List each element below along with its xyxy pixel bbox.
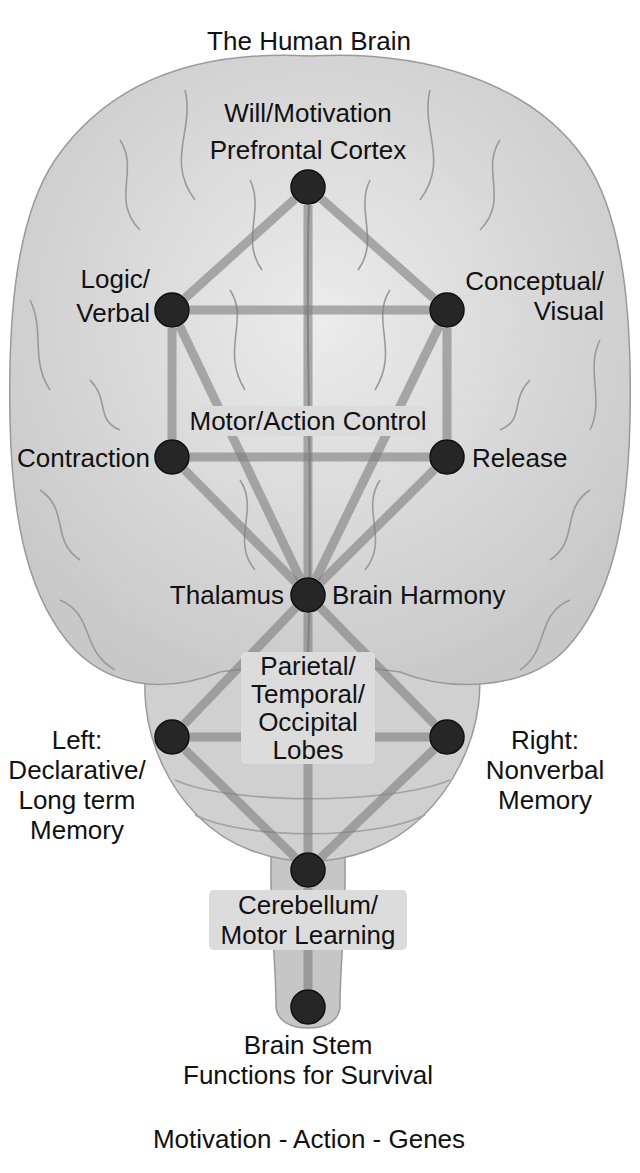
brain-node: Cerebellum/ Motor Learning xyxy=(290,852,326,888)
connector-line xyxy=(443,328,452,439)
sulcus xyxy=(181,90,195,200)
sulcus xyxy=(40,490,80,560)
connector-line xyxy=(185,750,295,858)
node-label: Logic/ Verbal xyxy=(60,262,150,330)
node-label: Right: Nonverbal Memory xyxy=(470,725,620,815)
sulcus xyxy=(120,140,140,230)
brain-node: Logic/ Verbal xyxy=(154,292,190,328)
brain-node: Release xyxy=(429,439,465,475)
node-label: Contraction xyxy=(17,443,150,473)
cerebrum xyxy=(10,55,631,684)
node-dot xyxy=(154,719,190,755)
sulcus xyxy=(520,600,570,670)
connector-line xyxy=(322,199,434,298)
node-dot xyxy=(290,852,326,888)
sulcus xyxy=(30,300,50,390)
node-dot xyxy=(291,170,325,204)
sulcus xyxy=(480,140,500,230)
node-dot xyxy=(155,720,189,754)
node-dot xyxy=(155,293,189,327)
node-dot xyxy=(290,989,326,1025)
node-dot xyxy=(291,853,325,887)
brain-node: Will/MotivationPrefrontal Cortex xyxy=(290,169,326,205)
node-label: Will/Motivation xyxy=(224,98,392,128)
node-label: Brain Stem xyxy=(244,1030,373,1060)
connector-line xyxy=(185,470,296,582)
sulcus xyxy=(230,290,245,390)
brain-node: Left: Declarative/ Long term Memory xyxy=(154,719,190,755)
title: The Human Brain xyxy=(207,26,411,56)
connector-line xyxy=(304,205,313,577)
node-label: Release xyxy=(472,443,567,473)
connector-line xyxy=(185,199,294,298)
brain-node: Right: Nonverbal Memory xyxy=(429,719,465,755)
sulcus xyxy=(590,340,600,430)
node-dot xyxy=(430,720,464,754)
region-label: Parietal/ Temporal/ Occipital Lobes xyxy=(241,652,375,764)
sulcus xyxy=(90,380,120,430)
node-dot xyxy=(429,719,465,755)
brain-node: Contraction xyxy=(154,439,190,475)
sulcus xyxy=(358,180,370,270)
node-dot xyxy=(430,293,464,327)
node-dot xyxy=(430,440,464,474)
node-label: Conceptual/ Visual xyxy=(458,266,604,326)
region-label: Motor/Action Control xyxy=(186,406,431,436)
brain-node: Conceptual/ Visual xyxy=(429,292,465,328)
connector-line xyxy=(321,749,434,857)
node-label: Functions for Survival xyxy=(183,1060,433,1090)
sulcus xyxy=(550,490,590,560)
brain-node: Brain StemFunctions for Survival xyxy=(290,989,326,1025)
sulcus xyxy=(375,290,390,390)
node-label: Brain Harmony xyxy=(332,580,505,610)
connector-line xyxy=(321,470,434,583)
node-label: Cerebellum/ Motor Learning xyxy=(209,890,407,950)
node-dot xyxy=(291,578,325,612)
sulcus xyxy=(60,600,115,670)
node-dot xyxy=(429,292,465,328)
connector-line xyxy=(190,453,429,462)
node-dot xyxy=(290,577,326,613)
sulcus xyxy=(420,90,434,200)
node-dot xyxy=(154,439,190,475)
node-label: Thalamus xyxy=(170,580,284,610)
caption: Motivation - Action - Genes xyxy=(153,1124,465,1154)
node-label: Prefrontal Cortex xyxy=(210,135,407,165)
node-dot xyxy=(155,440,189,474)
connector-line xyxy=(190,306,429,315)
node-dot xyxy=(290,169,326,205)
connector-line xyxy=(168,328,177,439)
node-label: Left: Declarative/ Long term Memory xyxy=(4,725,150,845)
sulcus xyxy=(500,380,530,430)
node-dot xyxy=(154,292,190,328)
brain-node: ThalamusBrain Harmony xyxy=(290,577,326,613)
node-dot xyxy=(429,439,465,475)
node-dot xyxy=(291,990,325,1024)
